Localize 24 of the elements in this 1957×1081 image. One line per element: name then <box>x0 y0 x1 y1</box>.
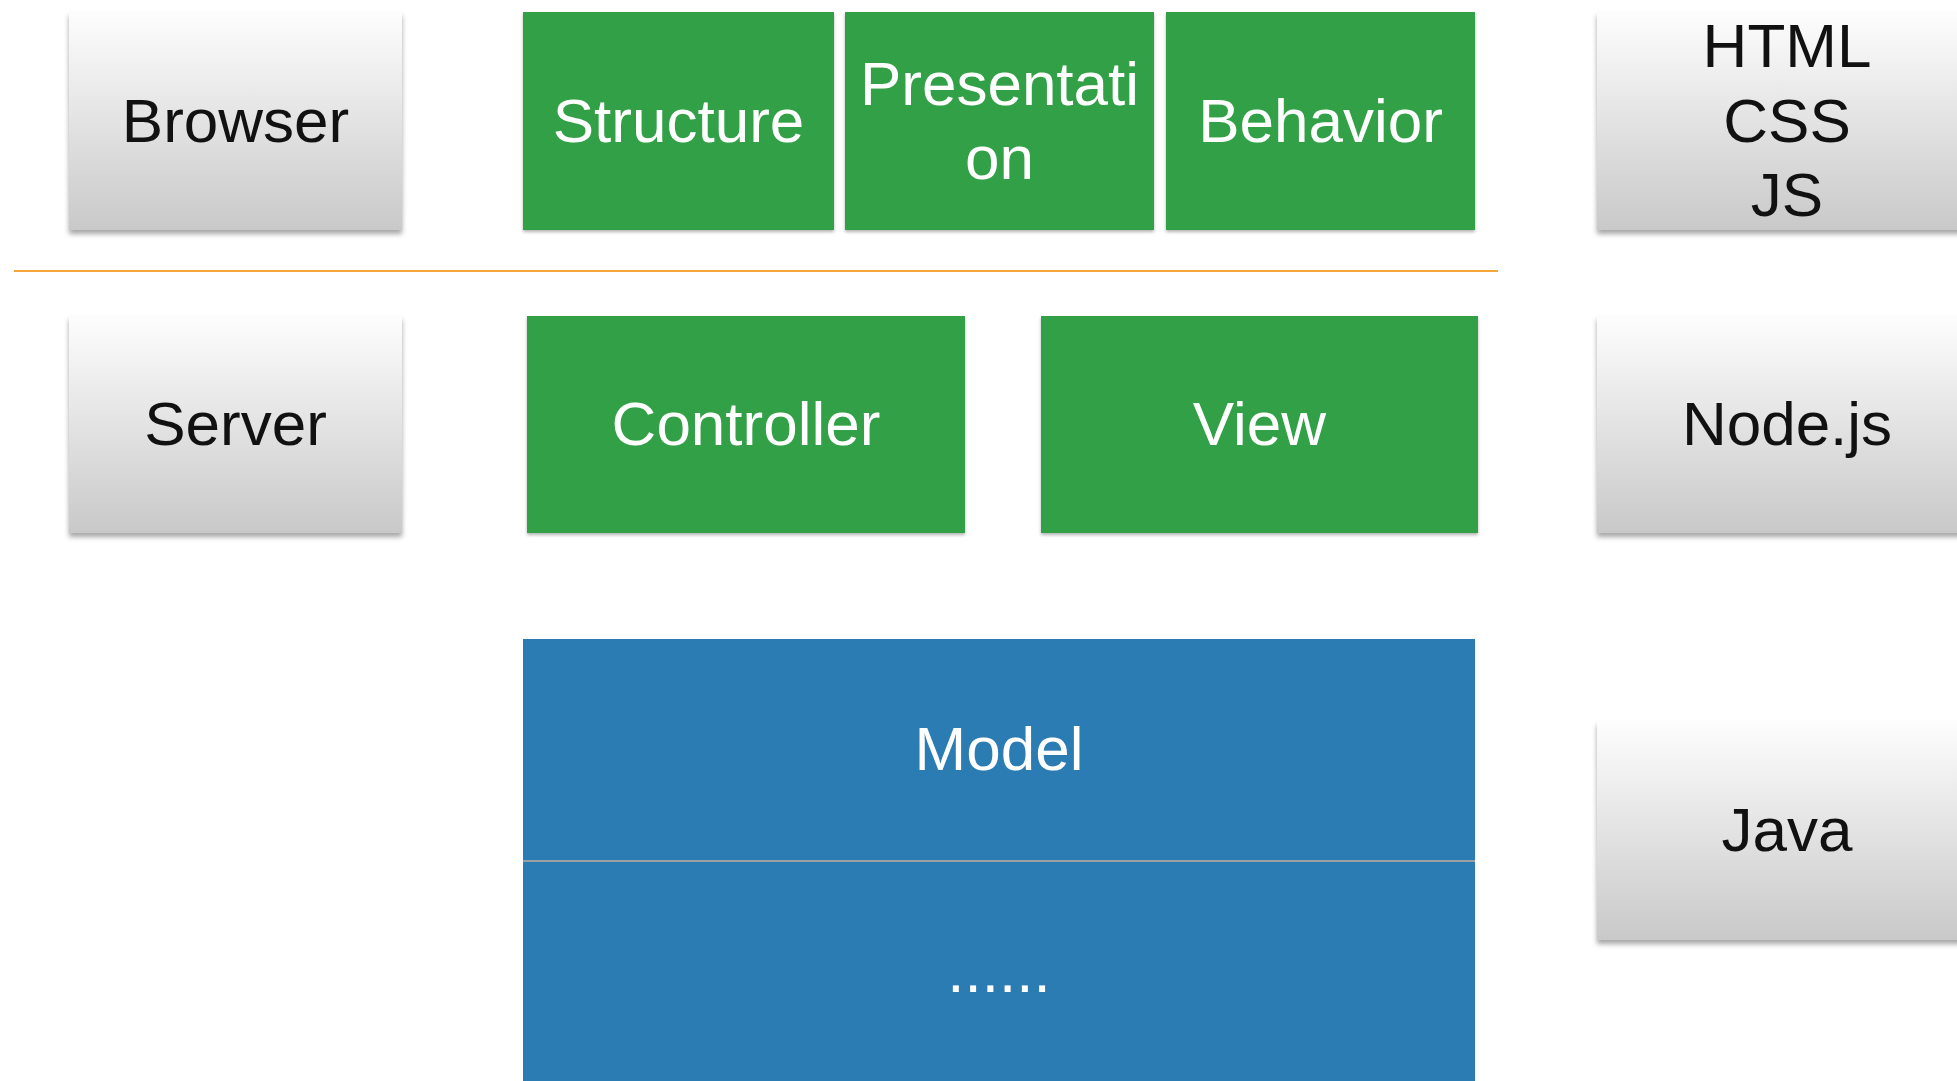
component-box <box>845 12 1154 230</box>
layer-box <box>69 316 402 533</box>
component-box <box>527 316 965 533</box>
box-label: Browser <box>121 84 350 157</box>
component-box <box>523 12 834 230</box>
box-label: Server <box>144 388 327 461</box>
box-label: ...... <box>947 935 1051 1008</box>
box-label: Presentation <box>858 47 1141 194</box>
box-label: Java <box>1721 794 1853 867</box>
box-label: HTML CSS JS <box>1702 10 1872 232</box>
box-label: Model <box>914 713 1084 786</box>
layer-box <box>69 12 402 230</box>
component-box <box>523 862 1475 1081</box>
component-box <box>1041 316 1478 533</box>
box-label: Behavior <box>1198 84 1443 157</box>
technology-box <box>1597 12 1957 230</box>
box-label: Structure <box>552 84 805 157</box>
component-box <box>523 639 1475 860</box>
box-label: View <box>1192 388 1327 461</box>
technology-box <box>1597 721 1957 940</box>
component-box <box>1166 12 1475 230</box>
box-label: Controller <box>611 388 881 461</box>
technology-box <box>1597 316 1957 533</box>
box-label: Node.js <box>1681 388 1893 461</box>
